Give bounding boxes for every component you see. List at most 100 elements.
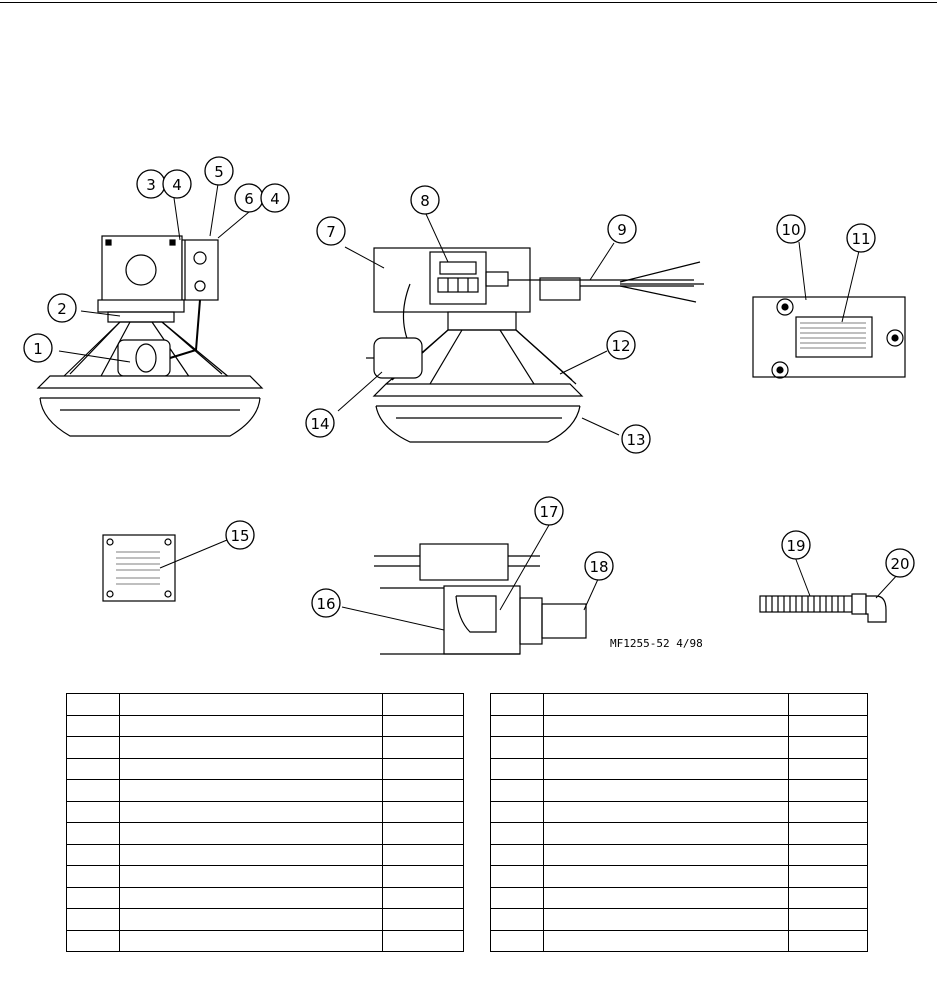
table-cell [490, 714, 544, 737]
callout-13: 13 [626, 431, 645, 449]
table-cell [382, 908, 464, 931]
table-cell [490, 843, 544, 866]
callout-7: 7 [326, 223, 336, 241]
table-cell [66, 757, 120, 780]
table-row [66, 865, 464, 888]
table-cell [66, 714, 120, 737]
table-cell [382, 800, 464, 823]
callout-3: 3 [146, 176, 156, 194]
table-cell [490, 886, 544, 909]
table-cell [382, 822, 464, 845]
table-cell [543, 800, 789, 823]
table-cell [490, 929, 544, 952]
table-cell [788, 908, 868, 931]
callout-12: 12 [611, 337, 630, 355]
table-row [490, 800, 868, 823]
table-cell [788, 800, 868, 823]
table-row [490, 908, 868, 931]
fixture-side-view [366, 247, 704, 443]
ballast-assembly-view [374, 543, 587, 655]
callout-19: 19 [786, 537, 805, 555]
callout-6: 6 [244, 190, 254, 208]
table-cell [66, 843, 120, 866]
table-row [66, 800, 464, 823]
table-cell [119, 736, 383, 759]
table-cell [788, 865, 868, 888]
table-cell [119, 865, 383, 888]
table-cell [543, 693, 789, 716]
table-cell [490, 693, 544, 716]
parts-table-left [66, 693, 464, 952]
table-cell [66, 736, 120, 759]
table-row [66, 736, 464, 759]
nameplate-box-view [102, 534, 176, 602]
table-cell [788, 693, 868, 716]
callout-2: 2 [57, 300, 67, 318]
table-row [490, 929, 868, 952]
table-row [490, 865, 868, 888]
table-row [490, 714, 868, 737]
table-cell [66, 886, 120, 909]
table-cell [382, 929, 464, 952]
table-row [490, 822, 868, 845]
table-row [66, 929, 464, 952]
table-cell [382, 714, 464, 737]
table-cell [543, 822, 789, 845]
flex-conduit-view [759, 593, 887, 623]
callout-5: 5 [214, 163, 224, 181]
table-cell [66, 929, 120, 952]
table-cell [490, 822, 544, 845]
callout-11: 11 [851, 230, 870, 248]
table-cell [788, 886, 868, 909]
drawing-number: MF1255-52 4/98 [610, 637, 703, 650]
table-row [66, 693, 464, 716]
table-cell [382, 843, 464, 866]
callout-9: 9 [617, 221, 627, 239]
table-row [66, 908, 464, 931]
table-cell [788, 779, 868, 802]
table-row [490, 736, 868, 759]
table-cell [543, 908, 789, 931]
callout-15: 15 [230, 527, 249, 545]
table-row [66, 886, 464, 909]
callout-balloons [23, 156, 915, 618]
table-cell [382, 779, 464, 802]
table-cell [490, 865, 544, 888]
table-cell [66, 908, 120, 931]
table-row [490, 886, 868, 909]
callout-8: 8 [420, 192, 430, 210]
callout-20: 20 [890, 555, 909, 573]
parts-diagram: 1 2 3 4 5 6 4 7 8 9 10 11 12 13 14 15 16… [23, 156, 915, 655]
leader-lines [58, 183, 900, 631]
table-cell [119, 886, 383, 909]
table-cell [119, 757, 383, 780]
table-row [66, 779, 464, 802]
callout-4: 4 [172, 176, 182, 194]
table-cell [543, 736, 789, 759]
table-cell [119, 929, 383, 952]
callout-4b: 4 [270, 190, 280, 208]
table-cell [490, 908, 544, 931]
table-cell [66, 779, 120, 802]
table-cell [66, 865, 120, 888]
table-cell [119, 843, 383, 866]
table-cell [788, 929, 868, 952]
fixture-front-view [36, 235, 264, 437]
table-row [490, 757, 868, 780]
table-cell [66, 822, 120, 845]
table-cell [543, 714, 789, 737]
parts-table-right [490, 693, 868, 952]
callout-10: 10 [781, 221, 800, 239]
table-cell [543, 757, 789, 780]
table-cell [788, 822, 868, 845]
table-cell [490, 736, 544, 759]
table-row [66, 757, 464, 780]
table-cell [490, 800, 544, 823]
table-cell [543, 865, 789, 888]
callout-17: 17 [539, 503, 558, 521]
table-cell [119, 800, 383, 823]
table-cell [788, 714, 868, 737]
table-cell [543, 886, 789, 909]
table-cell [382, 757, 464, 780]
table-cell [788, 736, 868, 759]
